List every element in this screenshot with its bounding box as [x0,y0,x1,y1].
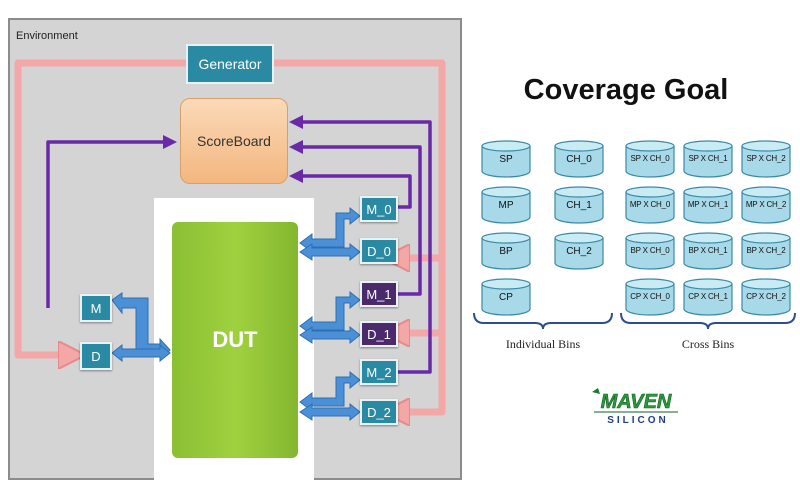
individual-bin-sp: SP [481,140,531,178]
coverage-title: Coverage Goal [523,74,729,106]
bin-label: MP X CH_1 [687,200,729,209]
environment-label: Environment [16,30,78,42]
individual-bin-ch-2: CH_2 [554,232,604,270]
monitor-m1-line [289,140,422,296]
cross-bins-label: Cross Bins [681,337,735,351]
monitor-m0-line [289,169,412,209]
generator-right-line [274,59,446,412]
cross-bin-bp-x-ch-0: BP X CH_0 [625,232,675,270]
cross-bin-bp-x-ch-1: BP X CH_1 [683,232,733,270]
bin-label: CH_1 [566,200,592,211]
individual-bin-ch-1: CH_1 [554,186,604,224]
bin-label: BP X CH_1 [688,246,728,255]
bin-label: CP X CH_1 [688,292,728,301]
logo-text-silicon: SILICON [607,415,669,426]
monitor-m2-line [289,115,432,374]
bin-label: CP X CH_2 [746,292,786,301]
individual-bin-bp: BP [481,232,531,270]
bin-label: BP [499,246,513,257]
generator-block: Generator [186,44,274,84]
bin-label: MP X CH_2 [745,200,787,209]
cross-bins-brace [620,312,796,330]
bin-label: CP [499,292,513,303]
cross-bin-cp-x-ch-2: CP X CH_2 [741,278,791,316]
bin-label: BP X CH_2 [746,246,786,255]
cross-bin-mp-x-ch-0: MP X CH_0 [625,186,675,224]
individual-bin-ch-0: CH_0 [554,140,604,178]
generator-left-line [14,59,186,355]
cross-bin-sp-x-ch-0: SP X CH_0 [625,140,675,178]
monitor-agent-1: M_1 [360,281,398,307]
bin-label: SP X CH_0 [630,154,670,163]
cross-bin-cp-x-ch-1: CP X CH_1 [683,278,733,316]
individual-bin-mp: MP [481,186,531,224]
monitor-agent-left: M [80,294,112,322]
cross-bin-cp-x-ch-0: CP X CH_0 [625,278,675,316]
driver-agent-1: D_1 [360,321,398,347]
individual-bins-label: Individual Bins [505,337,581,351]
maven-silicon-logo: MAVEN SILICON [592,388,678,426]
bin-label: MP X CH_0 [629,200,671,209]
bin-label: SP X CH_1 [688,154,728,163]
bin-label: MP [498,200,514,211]
bin-label: SP X CH_2 [746,154,786,163]
scoreboard-block: ScoreBoard [180,98,288,184]
individual-bin-cp: CP [481,278,531,316]
bin-label: CH_2 [566,246,592,257]
bin-label: BP X CH_0 [630,246,670,255]
individual-bins-brace [473,312,613,330]
driver-agent-2: D_2 [360,399,398,425]
monitor-left-line [46,135,177,308]
monitor-agent-0: M_0 [360,196,398,222]
bin-label: CH_0 [566,154,592,165]
bin-label: CP X CH_0 [630,292,670,301]
logo-text-maven: MAVEN [601,391,672,413]
left-d-interface-arrow [111,343,171,363]
dut-block: DUT [172,222,298,458]
cross-bin-mp-x-ch-2: MP X CH_2 [741,186,791,224]
bin-label: SP [499,154,513,165]
cross-bin-bp-x-ch-2: BP X CH_2 [741,232,791,270]
monitor-agent-2: M_2 [360,359,398,385]
driver-agent-left: D [80,342,112,370]
cross-bin-mp-x-ch-1: MP X CH_1 [683,186,733,224]
left-interface-arrow [111,292,171,363]
cross-bin-sp-x-ch-2: SP X CH_2 [741,140,791,178]
driver-agent-0: D_0 [360,238,398,264]
cross-bin-sp-x-ch-1: SP X CH_1 [683,140,733,178]
